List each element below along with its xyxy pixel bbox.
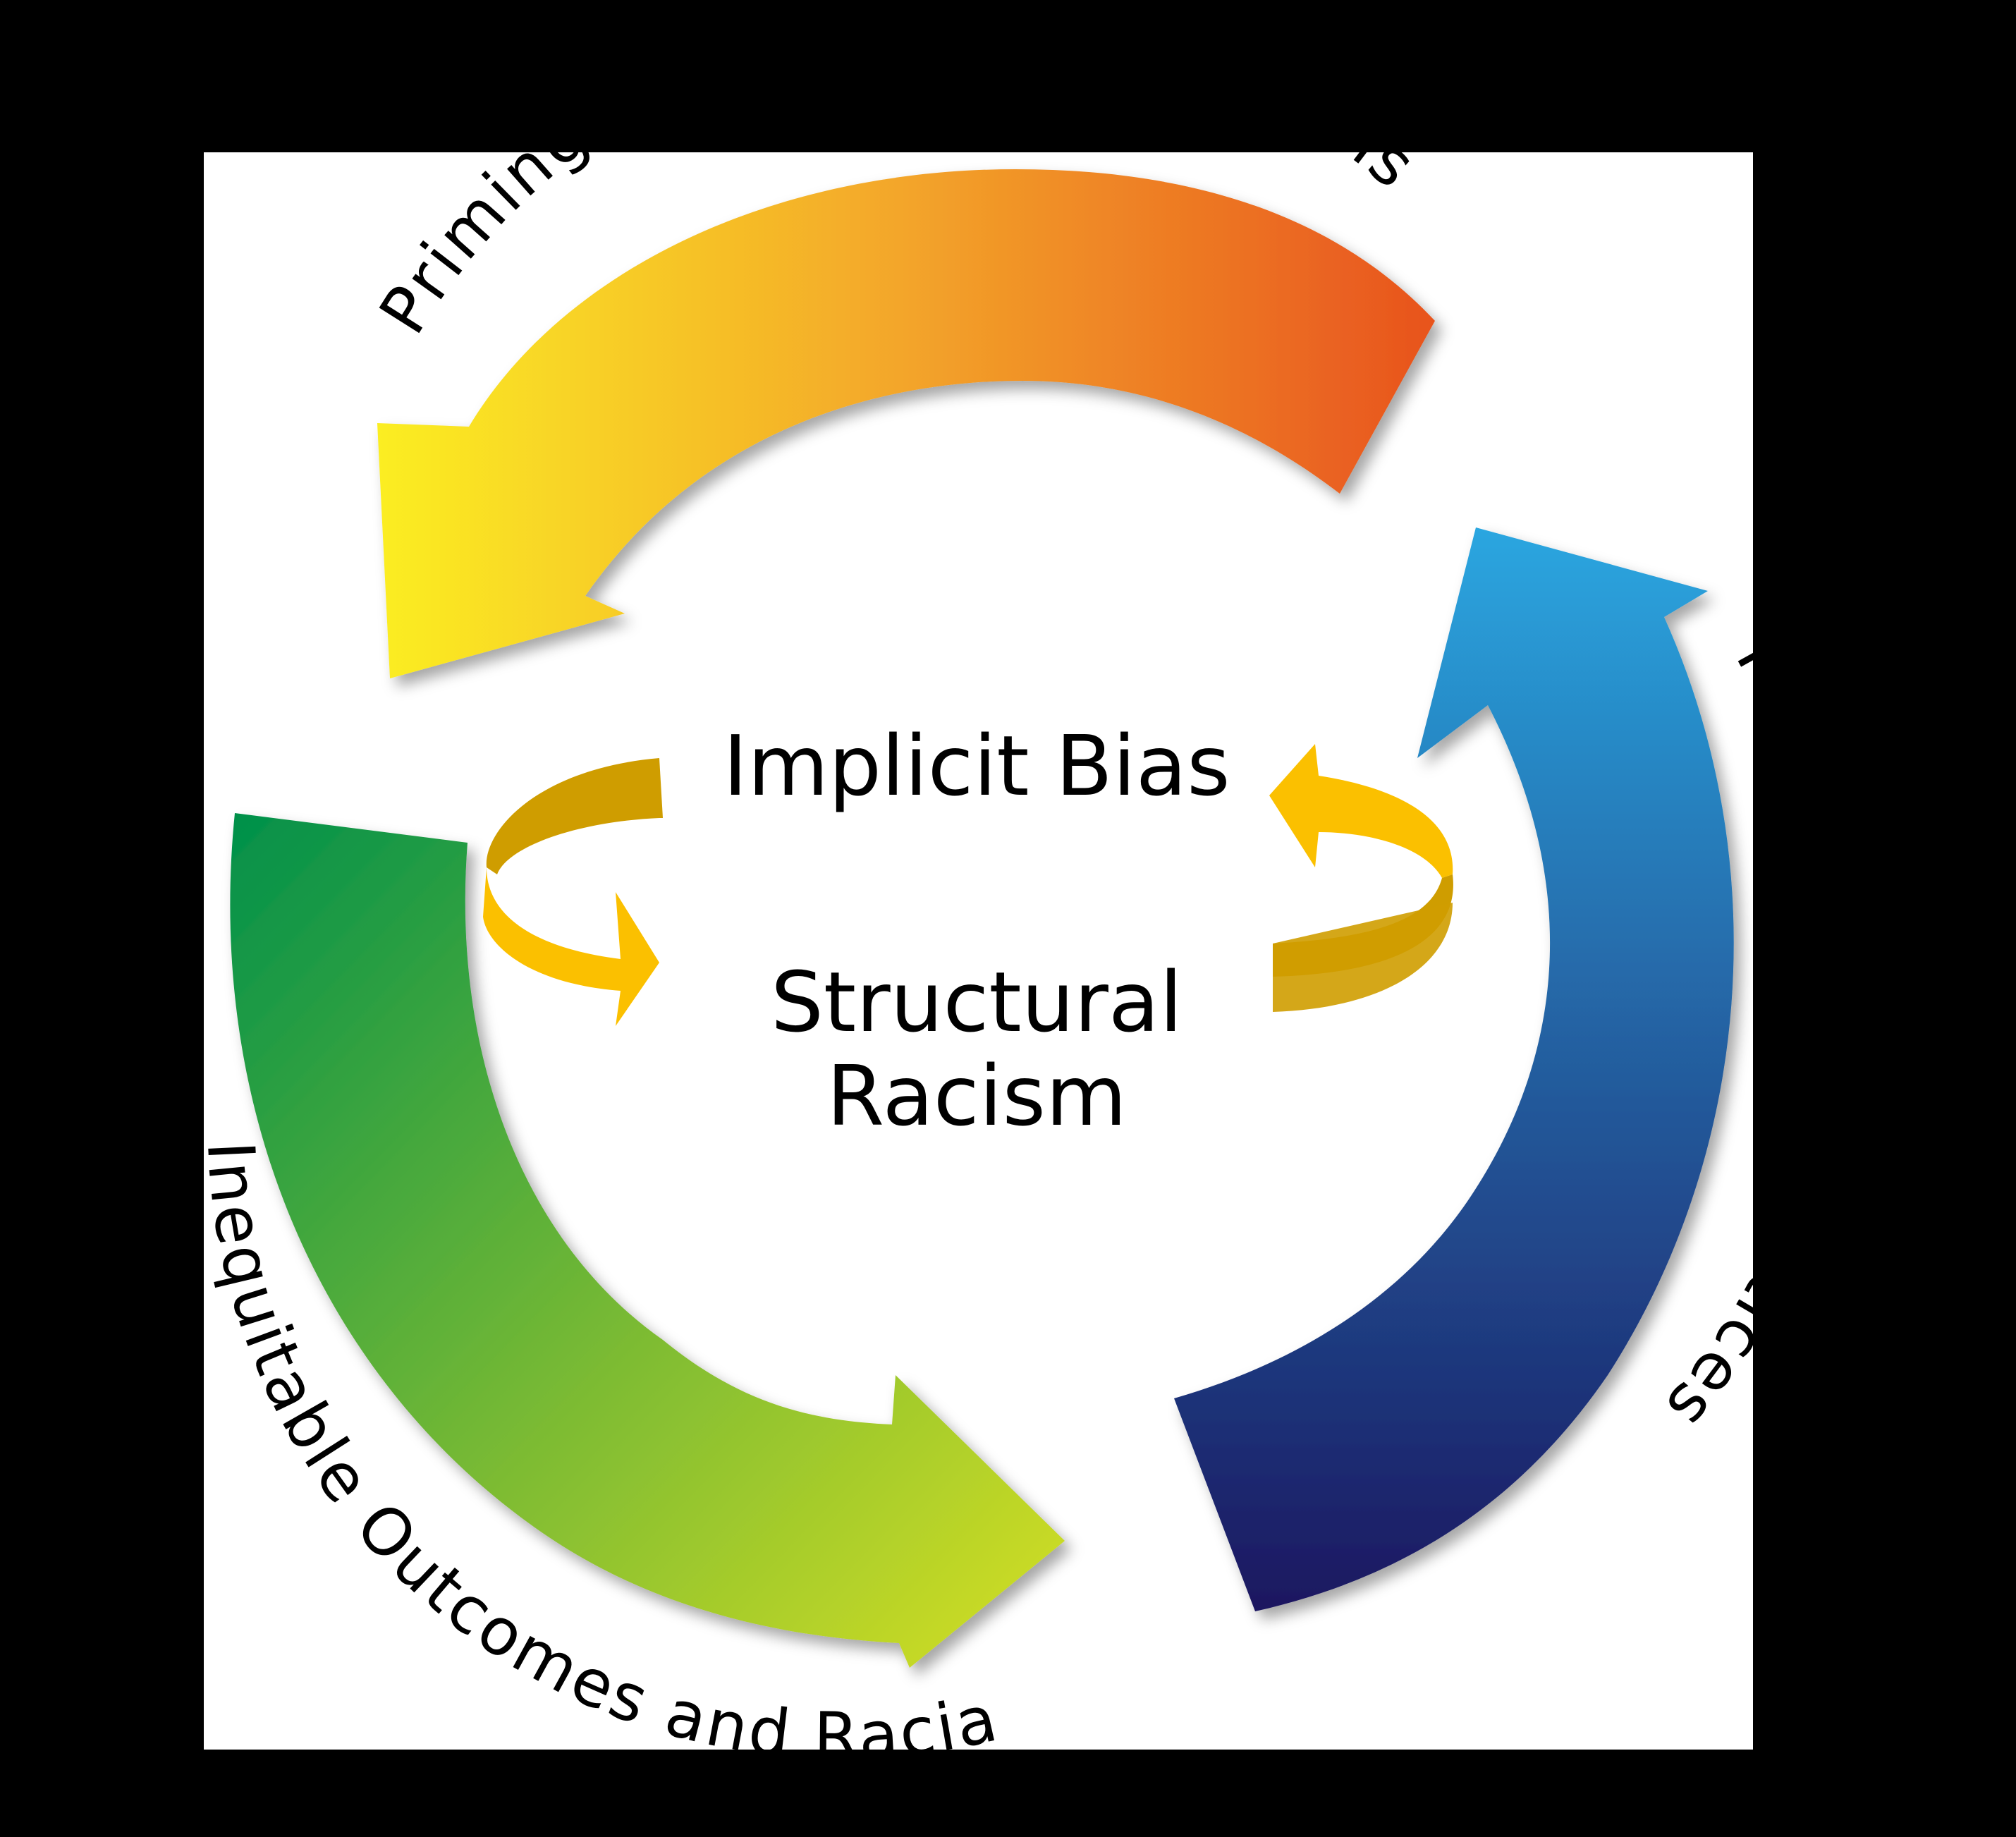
small-arrow-right	[1269, 744, 1453, 1012]
center-label-racism: Racism	[826, 1047, 1127, 1145]
left-arrow	[230, 813, 1065, 1668]
small-arrow-left	[483, 758, 663, 1026]
right-arrow	[1174, 527, 1734, 1611]
center-label-implicit-bias: Implicit Bias	[723, 717, 1230, 814]
center-label-structural: Structural	[771, 953, 1183, 1051]
top-arrow	[377, 169, 1435, 678]
